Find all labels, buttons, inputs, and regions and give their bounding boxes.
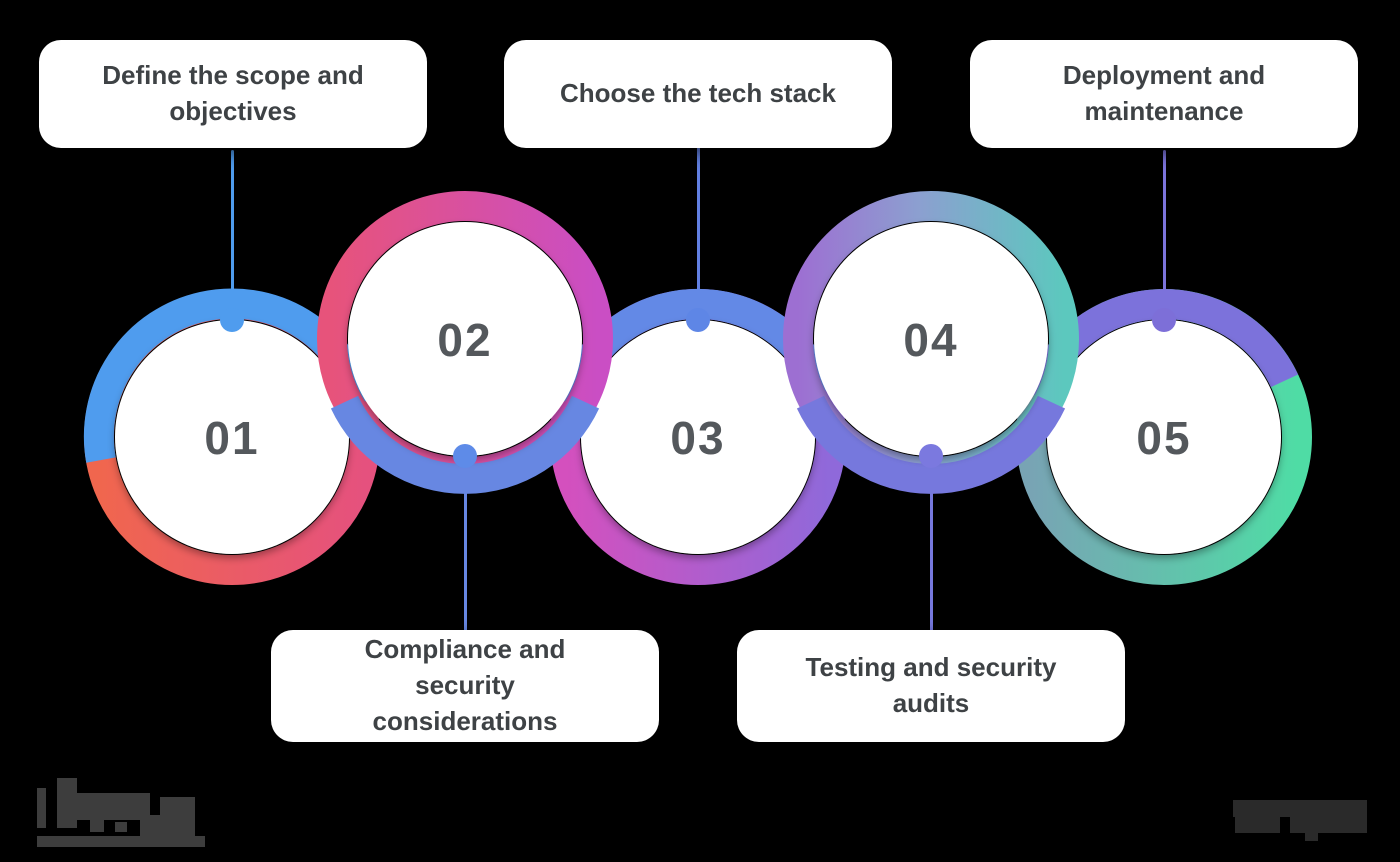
label-text-step3: Choose the tech stack (560, 78, 836, 109)
connector-line-step3 (696, 147, 700, 322)
logo-block (57, 778, 77, 828)
logo-block (77, 793, 150, 820)
inner-circle-1 (115, 320, 349, 554)
inner-circle-4 (814, 222, 1048, 456)
logo-block (90, 820, 104, 832)
label-card-step3: Choose the tech stack (504, 40, 892, 148)
step-number-5: 05 (1136, 412, 1191, 464)
logo-block (1290, 812, 1367, 833)
step-circle-2: 02 (317, 191, 613, 494)
label-card-step2: Compliance and security considerations (271, 630, 659, 742)
label-card-step1: Define the scope and objectives (39, 40, 427, 148)
connector-dot-5 (1152, 308, 1176, 332)
logo-block (1235, 817, 1280, 833)
label-text-step2: Compliance and security considerations (364, 634, 566, 736)
accent-arc-4 (796, 395, 1066, 494)
connector-line-step4 (929, 454, 933, 632)
step-number-1: 01 (204, 412, 259, 464)
logo-block (1305, 833, 1318, 841)
label-text-step1: Define the scope and objectives (102, 60, 364, 126)
inner-circle-2 (348, 222, 582, 456)
accent-arc-2 (330, 395, 600, 494)
label-text-step5: Deployment and maintenance (1062, 60, 1266, 126)
inner-circle-3 (581, 320, 815, 554)
label-text-step4: Testing and security audits (805, 652, 1057, 718)
inner-circle-5 (1047, 320, 1281, 554)
connector-dot-2 (453, 444, 477, 468)
step-number-4: 04 (903, 314, 958, 366)
logo-block (140, 815, 160, 836)
logo-block (37, 788, 46, 828)
connector-line-step2 (463, 454, 467, 632)
connector-line-step5 (1162, 150, 1166, 322)
logo-block (37, 836, 205, 847)
connector-dot-3 (686, 308, 710, 332)
step-number-2: 02 (437, 314, 492, 366)
connector-line-step1 (230, 150, 234, 322)
step-number-3: 03 (670, 412, 725, 464)
step-circle-4: 04 (783, 191, 1079, 494)
label-card-step5: Deployment and maintenance (970, 40, 1358, 148)
connector-dot-4 (919, 444, 943, 468)
connector-dot-1 (220, 308, 244, 332)
label-card-step4: Testing and security audits (737, 630, 1125, 742)
logo-block (115, 822, 127, 832)
logo-block (160, 797, 195, 837)
